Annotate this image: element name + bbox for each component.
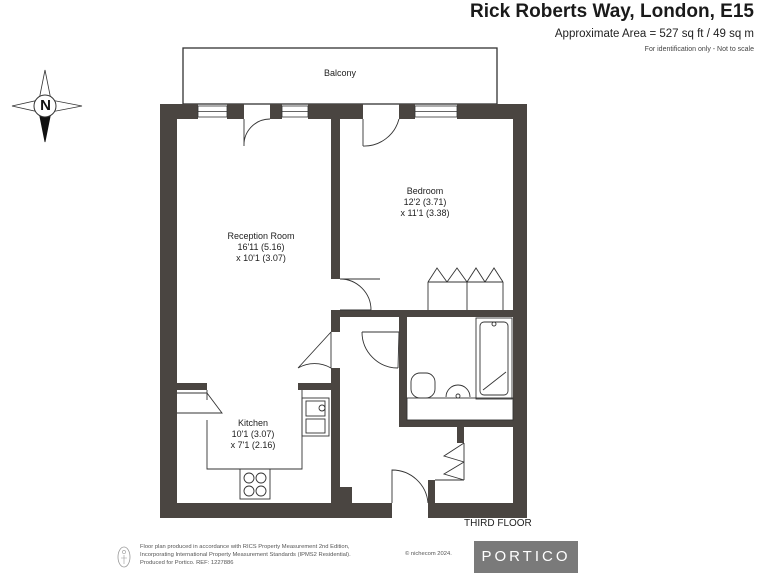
reception-name: Reception Room [227,231,295,241]
footer-line-1: Floor plan produced in accordance with R… [140,544,350,550]
kitchen-name: Kitchen [237,418,269,428]
balcony-name: Balcony [323,68,357,78]
bedroom-label: Bedroom 12'2 (3.71) x 11'1 (3.38) [365,186,485,219]
reception-dim2: x 10'1 (3.07) [236,253,286,263]
compass-north-letter: N [40,97,51,114]
brand-logo: PORTICO [474,541,578,573]
page-title: Rick Roberts Way, London, E15 [470,1,754,22]
kitchen-fittings [206,390,330,500]
kitchen-label: Kitchen 10'1 (3.07) x 7'1 (2.16) [213,418,293,451]
bedroom-dim1: 12'2 (3.71) [403,197,447,207]
balcony-label: Balcony [310,68,370,79]
doors [177,118,429,504]
bedroom-name: Bedroom [406,186,444,196]
compass-rose-icon [11,69,83,143]
footer-line-2: Incorporating International Property Mea… [140,552,351,558]
kitchen-dim2: x 7'1 (2.16) [230,440,276,450]
floor-label: THIRD FLOOR [464,518,532,529]
kitchen-dim1: 10'1 (3.07) [231,429,275,439]
reception-label: Reception Room 16'11 (5.16) x 10'1 (3.07… [201,231,321,264]
approximate-area: Approximate Area = 527 sq ft / 49 sq m [554,28,754,40]
walls [160,104,527,518]
footer-line-3: Produced for Portico. REF: 1227886 [140,560,234,566]
wardrobe [427,267,504,310]
disclaimer-text: For identification only - Not to scale [644,46,754,53]
bathroom-fittings [406,317,514,421]
windows [197,105,458,118]
copyright-text: © nichecom 2024. [405,551,452,557]
footer-text: Floor plan produced in accordance with R… [140,543,351,567]
cupboard [435,442,465,481]
reception-dim1: 16'11 (5.16) [237,242,285,252]
bedroom-dim2: x 11'1 (3.38) [400,208,450,218]
